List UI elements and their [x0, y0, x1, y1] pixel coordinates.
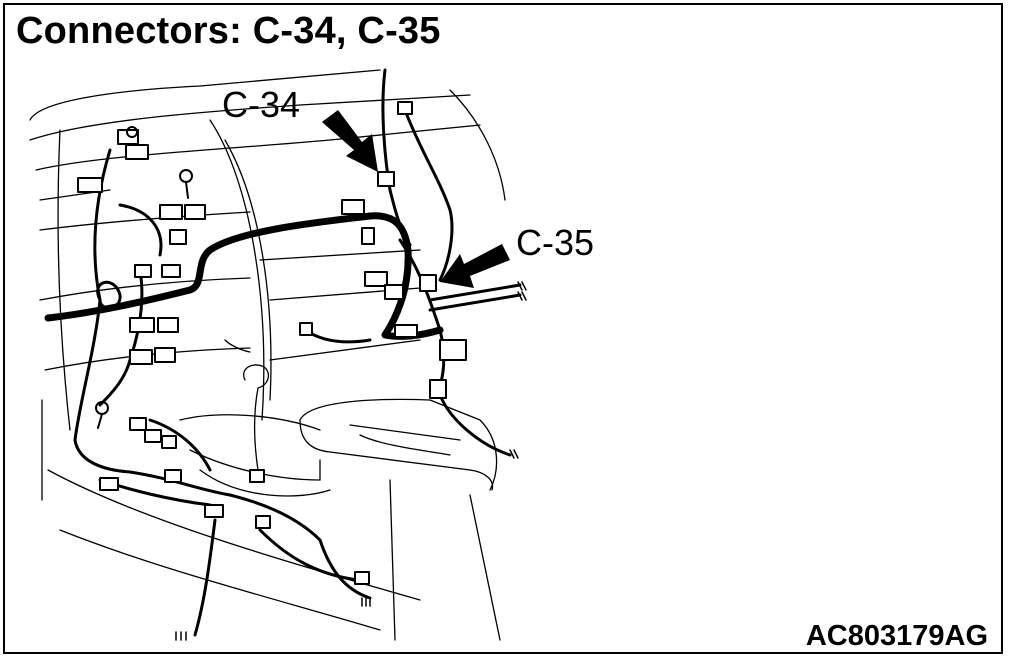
connector-c34 — [377, 171, 395, 187]
arrow-c35 — [440, 244, 510, 288]
arrow-c34 — [322, 110, 378, 172]
callout-label-c35: C-35 — [516, 222, 595, 263]
dashboard-outline — [29, 69, 506, 641]
callout-label-c34: C-34 — [222, 84, 301, 125]
main-harness — [44, 212, 444, 340]
connectors — [77, 101, 467, 585]
figure-code: AC803179AG — [805, 620, 988, 652]
diagram-title: Connectors: C-34, C-35 — [16, 10, 441, 52]
connector-c35 — [419, 274, 437, 292]
ground-terminals — [95, 126, 193, 429]
